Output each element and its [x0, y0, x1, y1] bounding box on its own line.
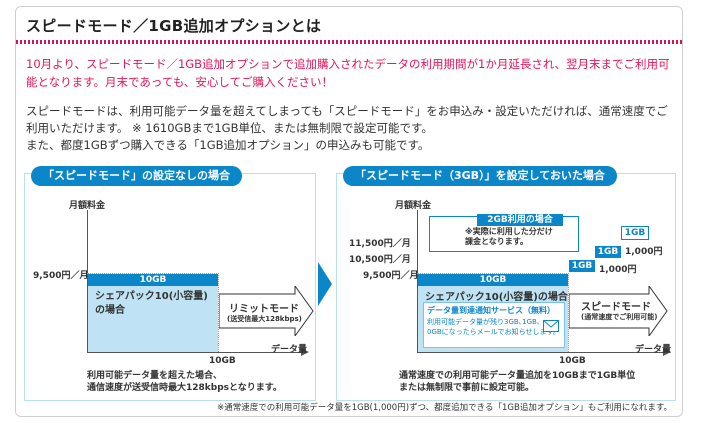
right-y-axis	[417, 210, 418, 352]
notification-title: データ量到達通知サービス（無料）	[427, 306, 555, 315]
right-x-label: データ量	[635, 345, 672, 355]
left-10gb-band: 10GB	[88, 274, 218, 286]
panel-header-right: 「スピードモード（3GB）」を設定しておいた場合	[343, 166, 617, 186]
step-1gb-2: 1GB	[595, 246, 621, 258]
limit-mode-arrow	[219, 286, 314, 336]
left-x-arrow	[301, 348, 309, 356]
description-line-1: スピードモードは、利用可能データ量を超えてしまっても「スピードモード」をお申込み…	[26, 104, 668, 135]
description: スピードモードは、利用可能データ量を超えてしまっても「スピードモード」をお申込み…	[26, 103, 676, 154]
limit-mode-sub: (送受信最大128kbps)	[227, 315, 302, 323]
footnote: ※通常速度での利用可能データ量を1GB(1,000円)ずつ、都度追加できる「1G…	[217, 403, 672, 413]
left-caption: 利用可能データ量を超えた場合、 通信速度が送受信時最大128kbpsとなります。	[87, 371, 282, 393]
transition-arrow	[318, 262, 332, 306]
right-x-tick: 10GB	[559, 356, 586, 366]
speed-mode-arrow	[569, 286, 668, 336]
step-price-2: 1,000円	[599, 265, 637, 275]
left-plan-label: シェアパック10(小容量) の場合	[95, 291, 208, 316]
left-price: 9,500円／月	[33, 271, 89, 281]
title-divider	[16, 40, 682, 44]
info-card: スピードモード／1GB追加オプションとは 10月より、スピードモード／1GB追加…	[15, 6, 683, 417]
panel-header-left: 「スピードモード」の設定なしの場合	[31, 166, 242, 186]
left-plan-area	[88, 286, 218, 352]
right-10gb-band: 10GB	[418, 274, 568, 286]
left-x-axis	[87, 352, 307, 353]
lead-text: 10月より、スピードモード／1GB追加オプションで追加購入されたデータの利用期間…	[26, 57, 670, 89]
callout-text: ※実際に利用した分だけ 課金となります。	[465, 227, 553, 246]
left-y-axis	[87, 210, 88, 352]
right-caption: 通常速度での利用可能データ量追加を10GBまで1GB単位 または無制限で事前に設…	[399, 371, 636, 393]
right-plan-label: シェアパック10(小容量)の場合	[425, 292, 568, 303]
right-x-axis	[417, 352, 667, 353]
right-price-3: 9,500円／月	[363, 271, 419, 281]
description-line-2: また、都度1GBずつ購入できる「1GB追加オプション」の申込みも可能です。	[26, 138, 430, 152]
right-x-arrow	[663, 348, 671, 356]
step-1gb-1: 1GB	[569, 260, 595, 272]
step-price-1: 1,000円	[625, 247, 663, 257]
left-price-guide	[87, 273, 219, 274]
right-price-2: 10,500円／月	[349, 255, 411, 265]
mail-icon	[543, 320, 559, 332]
right-y-label: 月額料金	[395, 201, 432, 211]
left-x-label: データ量	[271, 345, 308, 355]
right-price-1: 11,500円／月	[349, 239, 411, 249]
speed-mode-sub: (通常速度でご利用可能)	[581, 313, 658, 321]
panel-without-speed-mode: 「スピードモード」の設定なしの場合 月額料金 9,500円／月 10GB シェア…	[24, 166, 316, 401]
section-title: スピードモード／1GB追加オプションとは	[26, 17, 322, 35]
right-price-guide	[417, 273, 569, 274]
speed-mode-title: スピードモード	[581, 302, 651, 313]
left-y-label: 月額料金	[69, 201, 106, 211]
callout-title: 2GB利用の場合	[477, 214, 563, 226]
limit-mode-title: リミットモード	[229, 304, 299, 315]
notification-box	[423, 302, 565, 348]
notification-text: 利用可能データ量が残り3GB､1GB､ 0GBになったらメールでお知らせします。	[427, 318, 560, 336]
left-x-tick: 10GB	[209, 356, 236, 366]
step-1gb-3: 1GB	[621, 226, 649, 240]
panel-with-speed-mode: 「スピードモード（3GB）」を設定しておいた場合 月額料金 11,500円／月 …	[336, 166, 676, 401]
